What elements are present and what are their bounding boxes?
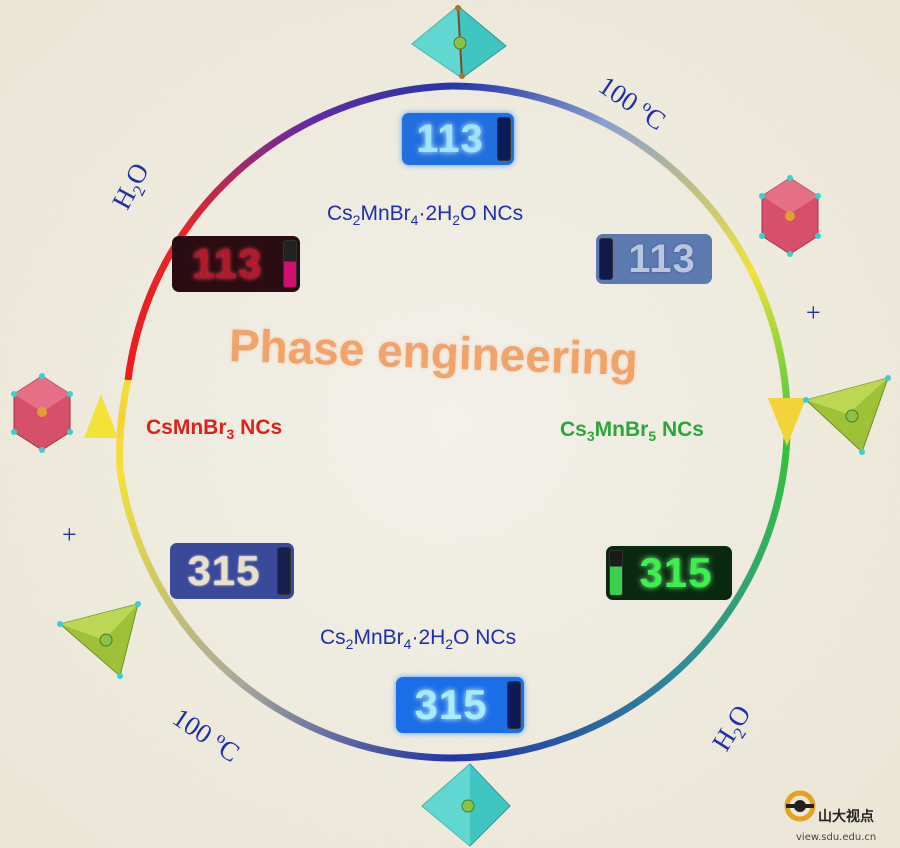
ring-arc-left: [116, 379, 132, 471]
plus-left: +: [62, 520, 77, 549]
tetrahedron-right-green: [803, 375, 891, 455]
sample-113-red-left: 113: [172, 236, 300, 292]
octahedron-right-red: [759, 175, 821, 257]
octahedron-top-cyan: [411, 5, 507, 79]
phase-label-right: Cs3MnBr5 NCs: [560, 418, 704, 445]
vial-right-green: [609, 550, 623, 596]
vial-bottom: [507, 681, 521, 729]
arrow-head-left: [84, 394, 118, 438]
sample-113-blue-top: 113: [402, 113, 514, 165]
vial-top: [497, 117, 511, 161]
watermark-url: view.sdu.edu.cn: [796, 832, 877, 843]
sample-113-blue-right: 113: [596, 234, 712, 284]
ring-arc-top-right: [451, 82, 756, 274]
plus-right: +: [806, 298, 821, 327]
phase-label-top: Cs2MnBr4·2H2O NCs: [327, 202, 524, 229]
tetrahedron-left-green: [57, 601, 141, 679]
vial-left-red: [283, 240, 297, 288]
octahedron-left-red: [11, 373, 73, 453]
ring-arc-bottom-right: [451, 451, 790, 762]
sample-315-speckled-left: 315: [170, 543, 294, 599]
phase-label-bottom: Cs2MnBr4·2H2O NCs: [320, 626, 517, 653]
vial-right-blue: [599, 238, 613, 280]
arrow-head-right: [768, 398, 806, 446]
watermark-name: 山大视点: [818, 809, 874, 825]
ring-arc-top-left: [124, 82, 453, 381]
sample-315-green-right: 315: [606, 546, 732, 600]
ring-arc-bottom-left: [116, 469, 453, 762]
sdu-logo-icon: [784, 790, 816, 822]
phase-label-left: CsMnBr3 NCs: [146, 416, 283, 443]
vial-bottom-left: [277, 547, 291, 595]
sample-315-blue-bottom: 315: [396, 677, 524, 733]
octahedron-bottom-cyan: [421, 763, 511, 847]
